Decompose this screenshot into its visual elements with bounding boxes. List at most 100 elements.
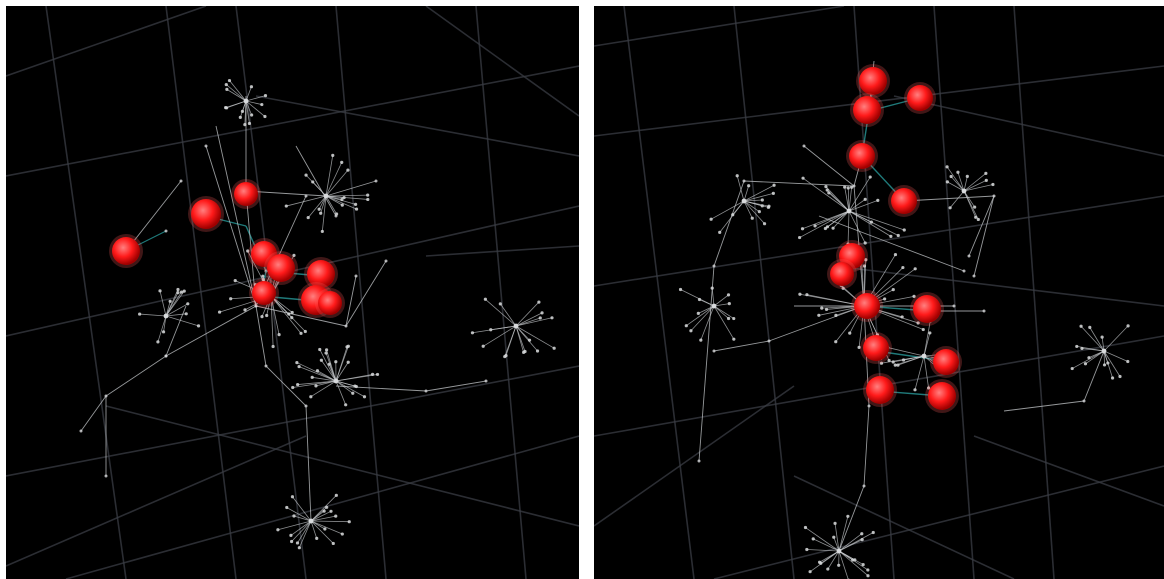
graph-node xyxy=(952,304,956,308)
graph-edge xyxy=(1103,350,1121,377)
graph-node xyxy=(760,198,764,202)
graph-node xyxy=(340,160,344,164)
graph-node xyxy=(297,364,301,369)
graph-node xyxy=(1118,374,1122,379)
graph-edge xyxy=(863,405,870,487)
highlighted-node xyxy=(863,335,889,361)
graph-edge xyxy=(244,100,247,125)
graph-edge xyxy=(732,200,745,215)
graph-node xyxy=(972,274,976,278)
graph-edge xyxy=(713,294,729,307)
graph-node xyxy=(876,198,880,202)
graph-edge xyxy=(335,380,357,387)
graph-edge xyxy=(814,210,850,227)
graph-node xyxy=(710,286,714,290)
graph-edge xyxy=(335,385,427,392)
graph-node xyxy=(803,525,808,530)
highlighted-node xyxy=(234,182,258,206)
graph-edge xyxy=(310,520,326,530)
graph-node xyxy=(805,547,809,552)
graph-edge xyxy=(245,190,327,197)
graph-edge xyxy=(827,210,850,228)
graph-node xyxy=(79,429,83,433)
graph-node xyxy=(334,360,338,364)
highlighted-node xyxy=(112,237,140,265)
graph-node xyxy=(309,395,313,399)
graph-edge xyxy=(743,192,774,202)
graph-edge xyxy=(895,355,925,366)
graph-edge xyxy=(270,295,274,347)
highlighted-node xyxy=(907,85,933,111)
highlighted-node xyxy=(267,254,295,282)
graph-node xyxy=(862,264,867,268)
graph-edge xyxy=(293,515,312,522)
network-visualization-left xyxy=(6,6,579,579)
graph-node xyxy=(370,372,375,376)
hub-node xyxy=(741,198,747,204)
graph-edge xyxy=(1080,325,1105,352)
graph-edge xyxy=(326,349,337,382)
graph-node xyxy=(290,539,294,544)
graph-node xyxy=(227,78,232,83)
graph-edge xyxy=(310,520,343,535)
graph-view-right[interactable] xyxy=(594,6,1164,579)
graph-view-left[interactable] xyxy=(6,6,579,579)
grid-line xyxy=(973,435,1164,507)
graph-edge xyxy=(838,485,865,552)
graph-edge xyxy=(700,305,715,341)
graph-edge xyxy=(297,380,337,385)
graph-edge xyxy=(298,520,312,548)
graph-edge xyxy=(743,199,763,202)
graph-node xyxy=(863,197,867,201)
graph-node xyxy=(263,114,267,119)
graph-edge xyxy=(713,303,730,307)
graph-node xyxy=(179,290,184,294)
graph-node xyxy=(304,194,308,198)
grid-line xyxy=(425,245,579,257)
grid-line xyxy=(255,95,579,157)
graph-node xyxy=(354,384,358,389)
graph-node xyxy=(967,254,971,258)
graph-edge xyxy=(312,181,327,197)
graph-edge xyxy=(848,200,878,212)
graph-edge xyxy=(321,360,337,382)
graph-edge xyxy=(255,305,267,367)
graph-node xyxy=(362,395,367,399)
graph-edge xyxy=(713,305,729,319)
graph-edge xyxy=(292,380,337,388)
graph-node xyxy=(138,312,142,316)
graph-edge xyxy=(963,176,968,192)
graph-node xyxy=(928,331,932,335)
highlighted-node xyxy=(853,96,881,124)
graph-node xyxy=(296,382,300,387)
graph-node xyxy=(800,227,805,231)
graph-edge xyxy=(325,155,334,197)
graph-edge xyxy=(226,100,247,109)
hub-node xyxy=(323,193,329,199)
graph-node xyxy=(297,546,301,550)
graph-edge xyxy=(713,305,735,340)
graph-edge xyxy=(947,181,965,192)
graph-edge xyxy=(165,315,199,327)
graph-edge xyxy=(713,305,734,319)
graph-node xyxy=(243,123,247,127)
graph-edge xyxy=(1103,350,1128,362)
graph-node xyxy=(1102,363,1107,367)
hub-node xyxy=(163,313,169,319)
graph-edge xyxy=(713,340,770,352)
hub-node xyxy=(921,353,927,359)
graph-edge xyxy=(239,100,247,118)
graph-node xyxy=(813,224,817,228)
hub-node xyxy=(333,378,339,384)
graph-node xyxy=(186,302,190,306)
graph-node xyxy=(550,316,554,320)
grid-line xyxy=(793,475,1015,579)
graph-node xyxy=(161,330,166,334)
grid-line xyxy=(594,195,1164,287)
grid-line xyxy=(6,365,579,477)
graph-node xyxy=(340,203,344,207)
grid-line xyxy=(105,405,579,527)
graph-node xyxy=(802,144,806,148)
graph-edge xyxy=(826,189,850,212)
graph-node xyxy=(314,384,318,388)
